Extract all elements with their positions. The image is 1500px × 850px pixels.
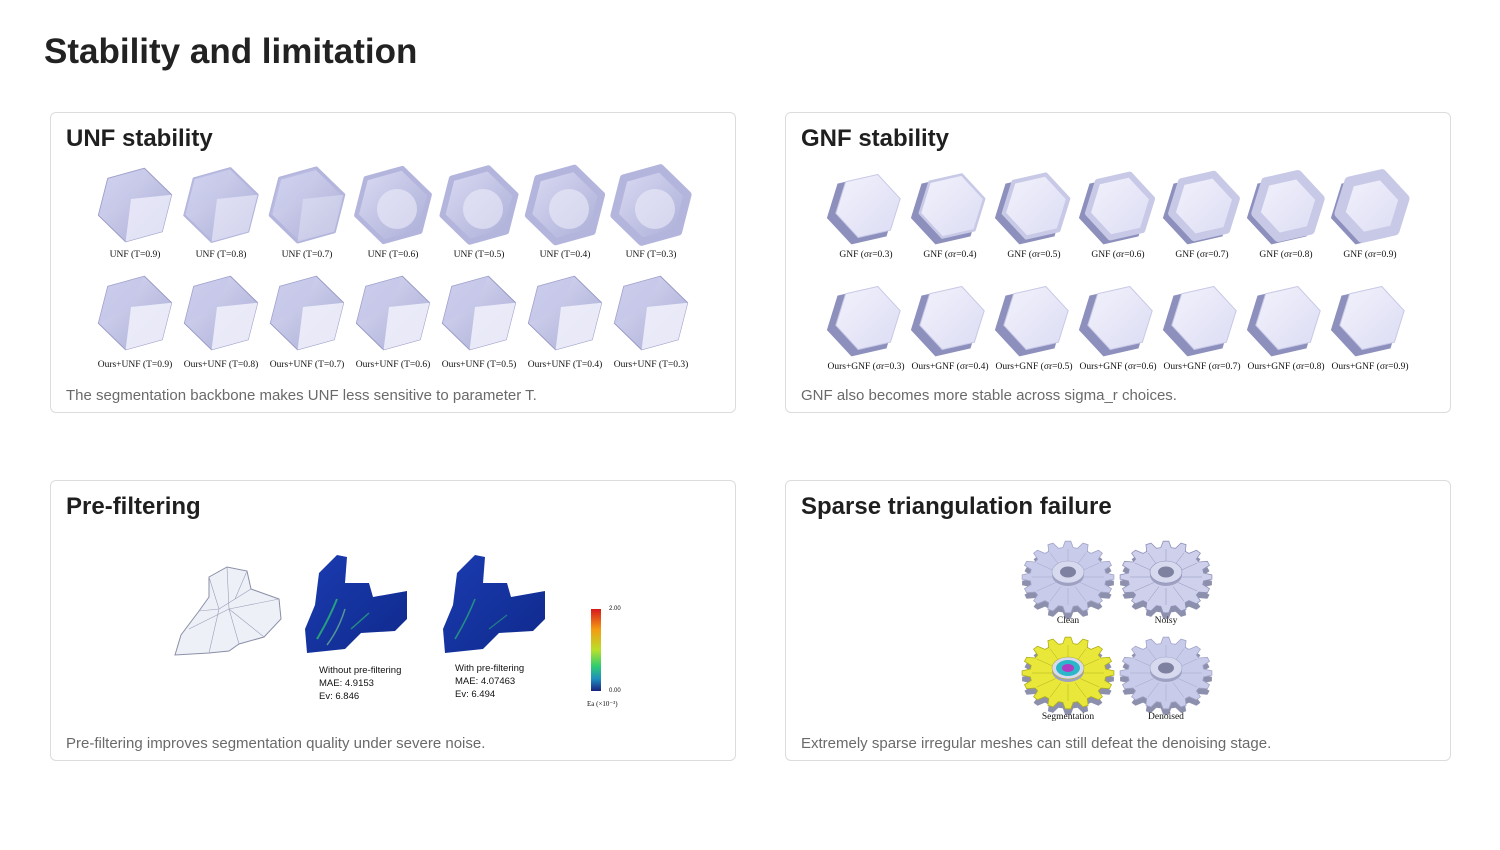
ours-gnf-label: Ours+GNF (σr=0.9) <box>1331 361 1408 372</box>
ours-unf-label: Ours+UNF (T=0.5) <box>442 359 517 370</box>
clean-gear-mesh <box>1021 540 1115 619</box>
gear-label: Noisy <box>1155 616 1178 626</box>
gear-label: Denoised <box>1148 712 1184 722</box>
ours-gnf-mesh <box>910 286 985 357</box>
ours-unf-mesh <box>527 275 603 351</box>
unf-smoothed-mesh <box>524 164 606 246</box>
with-ev-value: Ev: 6.494 <box>455 689 495 700</box>
without-ev-value: Ev: 6.846 <box>319 691 359 702</box>
unf-label: UNF (T=0.7) <box>282 249 333 260</box>
gnf-figure: GNF (σr=0.3) GNF (σr=0.4) GNF (σr=0.5) GNF … <box>826 169 1410 372</box>
unf-smoothed-mesh <box>268 166 346 244</box>
unf-smoothed-mesh <box>439 165 519 245</box>
noisy-mesh-image <box>174 566 282 656</box>
gnf-smoothed-mesh <box>910 173 986 245</box>
colorbar-label: Ea (×10⁻³) <box>587 700 618 708</box>
with-pre-filtering-mesh <box>443 555 545 653</box>
noisy-gear-mesh <box>1119 540 1213 619</box>
panel-title: GNF stability <box>801 125 950 152</box>
denoised-gear-mesh <box>1119 636 1213 715</box>
panel-caption: The segmentation backbone makes UNF less… <box>66 387 537 404</box>
unf-smoothed-mesh <box>610 164 692 246</box>
ours-gnf-label: Ours+GNF (σr=0.6) <box>1079 361 1156 372</box>
gnf-label: GNF (σr=0.8) <box>1259 249 1312 260</box>
panel-caption: Extremely sparse irregular meshes can st… <box>801 735 1272 752</box>
ours-unf-label: Ours+UNF (T=0.6) <box>356 359 431 370</box>
without-pre-filtering-mesh <box>305 555 407 653</box>
ours-gnf-label: Ours+GNF (σr=0.8) <box>1247 361 1324 372</box>
panel-pre-filtering: Pre-filtering <box>50 480 736 761</box>
colorbar-max: 2.00 <box>609 606 621 612</box>
ours-unf-label: Ours+UNF (T=0.8) <box>184 359 259 370</box>
unf-smoothed-mesh <box>354 165 432 245</box>
panel-title: Sparse triangulation failure <box>801 493 1112 520</box>
unf-label: UNF (T=0.9) <box>110 249 161 260</box>
ours-unf-mesh <box>613 275 689 351</box>
gear-label: Segmentation <box>1042 712 1094 722</box>
ours-unf-mesh <box>183 275 259 351</box>
ours-gnf-mesh <box>1078 286 1153 357</box>
gnf-label: GNF (σr=0.3) <box>839 249 892 260</box>
gnf-smoothed-mesh <box>994 172 1071 245</box>
unf-label: UNF (T=0.3) <box>626 249 677 260</box>
unf-label: UNF (T=0.6) <box>368 249 419 260</box>
panel-title: UNF stability <box>66 125 213 152</box>
ours-gnf-mesh <box>1246 286 1321 357</box>
panel-gnf-stability: GNF stability GNF (σr=0.3)GNF (σr=0.4)GN… <box>785 112 1451 413</box>
unf-figure: UNF (T=0.9) UNF (T=0.8) UNF (T=0.7) UNF (T=… <box>97 164 692 370</box>
ours-gnf-label: Ours+GNF (σr=0.3) <box>827 361 904 372</box>
unf-label: UNF (T=0.4) <box>540 249 591 260</box>
gnf-smoothed-mesh <box>1162 170 1240 245</box>
gnf-label: GNF (σr=0.9) <box>1343 249 1396 260</box>
segmentation-gear-mesh <box>1021 636 1115 715</box>
gnf-smoothed-mesh <box>826 174 901 245</box>
gear-label: Clean <box>1057 616 1079 626</box>
without-pre-filtering-label: Without pre-filtering <box>319 665 401 676</box>
unf-smoothed-mesh <box>97 167 173 243</box>
ours-gnf-mesh <box>1330 286 1405 357</box>
pre-filtering-figure: Without pre-filtering MAE: 4.9153 Ev: 6.… <box>174 555 621 708</box>
with-mae-value: MAE: 4.07463 <box>455 676 515 687</box>
gnf-smoothed-mesh <box>1078 171 1156 245</box>
ours-unf-mesh <box>441 275 517 351</box>
gnf-label: GNF (σr=0.6) <box>1091 249 1144 260</box>
ours-gnf-mesh <box>1162 286 1237 357</box>
unf-label: UNF (T=0.5) <box>454 249 505 260</box>
gnf-smoothed-mesh <box>1246 170 1325 245</box>
gnf-label: GNF (σr=0.7) <box>1175 249 1228 260</box>
with-pre-filtering-label: With pre-filtering <box>455 663 524 674</box>
ours-unf-mesh <box>97 275 173 351</box>
ours-unf-mesh <box>355 275 431 351</box>
panel-caption: GNF also becomes more stable across sigm… <box>801 387 1177 404</box>
colorbar-min: 0.00 <box>609 688 621 694</box>
ours-unf-mesh <box>269 275 345 351</box>
ours-unf-label: Ours+UNF (T=0.3) <box>614 359 689 370</box>
page-title: Stability and limitation <box>44 32 418 71</box>
ours-unf-label: Ours+UNF (T=0.7) <box>270 359 345 370</box>
ours-unf-label: Ours+UNF (T=0.4) <box>528 359 603 370</box>
ours-gnf-label: Ours+GNF (σr=0.5) <box>995 361 1072 372</box>
without-mae-value: MAE: 4.9153 <box>319 678 374 689</box>
ours-unf-label: Ours+UNF (T=0.9) <box>98 359 173 370</box>
error-colorbar <box>591 609 601 691</box>
gnf-label: GNF (σr=0.4) <box>923 249 976 260</box>
gnf-smoothed-mesh <box>1330 169 1410 245</box>
unf-label: UNF (T=0.8) <box>196 249 247 260</box>
ours-gnf-mesh <box>826 286 901 357</box>
ours-gnf-label: Ours+GNF (σr=0.7) <box>1163 361 1240 372</box>
panel-caption: Pre-filtering improves segmentation qual… <box>66 735 486 752</box>
panel-title: Pre-filtering <box>66 493 201 520</box>
unf-smoothed-mesh <box>183 167 259 243</box>
panel-unf-stability: UNF stability UNF (T=0.9)UNF (T=0.8)UNF … <box>50 112 736 413</box>
ours-gnf-label: Ours+GNF (σr=0.4) <box>911 361 988 372</box>
ours-gnf-mesh <box>994 286 1069 357</box>
gnf-label: GNF (σr=0.5) <box>1007 249 1060 260</box>
